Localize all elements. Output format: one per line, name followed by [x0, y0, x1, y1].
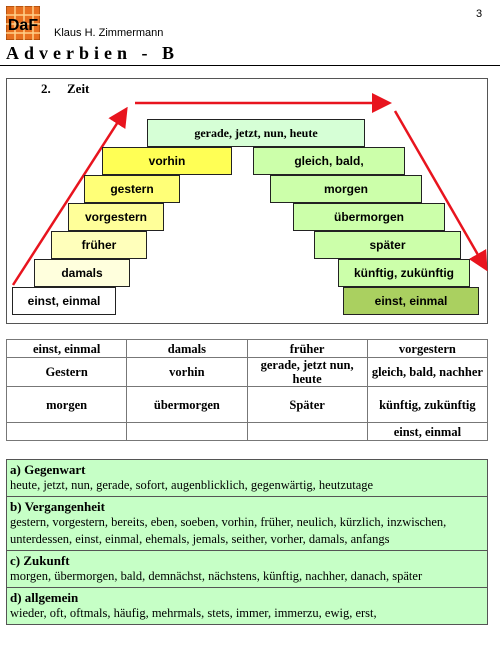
section-title-present: a) Gegenwart — [10, 462, 86, 477]
section-text-future: morgen, übermorgen, bald, demnächst, näc… — [10, 569, 423, 583]
section-text-general: wieder, oft, oftmals, häufig, mehrmals, … — [10, 606, 377, 620]
daf-logo: DaF — [6, 6, 40, 40]
step-left-2: gestern — [84, 175, 180, 203]
page-number: 3 — [476, 8, 483, 20]
heading-label: Zeit — [67, 81, 90, 96]
table-cell: früher — [246, 339, 368, 358]
diagram-heading: 2. Zeit — [41, 81, 93, 97]
step-right-4: später — [314, 231, 461, 259]
heading-number: 2. — [41, 81, 51, 96]
time-staircase-diagram: 2.Zeit gerade, jetzt, nun, heute vorhin … — [6, 78, 488, 324]
table-row: einst, einmal — [5, 422, 489, 441]
table-cell: einst, einmal — [5, 339, 128, 358]
falling-arrow — [393, 110, 488, 272]
step-left-5: damals — [34, 259, 130, 287]
table-cell: übermorgen — [126, 386, 248, 423]
table-row: morgen übermorgen Später künftig, zukünf… — [5, 386, 489, 423]
step-right-5: künftig, zukünftig — [338, 259, 470, 287]
table-cell — [5, 422, 128, 441]
table-cell: Später — [246, 386, 368, 423]
step-left-6: einst, einmal — [12, 287, 116, 315]
table-row: einst, einmal damals früher vorgestern — [5, 339, 489, 358]
table-cell: damals — [126, 339, 248, 358]
logo-text: DaF — [8, 17, 38, 34]
section-title-future: c) Zukunft — [7, 550, 487, 568]
adverb-categories-box: a) Gegenwart heute, jetzt, nun, gerade, … — [6, 459, 488, 625]
author-name: Klaus H. Zimmermann — [54, 27, 164, 39]
section-title-general: d) allgemein — [7, 587, 487, 605]
table-cell: vorhin — [126, 357, 248, 387]
section-title-past: b) Vergangenheit — [7, 496, 487, 514]
step-left-4: früher — [51, 231, 147, 259]
step-right-6: einst, einmal — [343, 287, 479, 315]
table-cell: morgen — [5, 386, 128, 423]
title-divider — [0, 65, 500, 66]
step-right-3: übermorgen — [293, 203, 445, 231]
adverb-order-table: einst, einmal damals früher vorgestern G… — [5, 339, 489, 441]
rising-arrow — [11, 106, 128, 286]
step-left-1: vorhin — [102, 147, 232, 175]
step-right-1: gleich, bald, — [253, 147, 405, 175]
table-cell: gerade, jetzt nun, heute — [246, 357, 368, 387]
step-present: gerade, jetzt, nun, heute — [147, 119, 365, 147]
table-cell: gleich, bald, nachher — [366, 357, 489, 387]
page-title: Adverbien - B — [6, 43, 179, 63]
table-row: Gestern vorhin gerade, jetzt nun, heute … — [5, 357, 489, 387]
table-cell — [126, 422, 248, 441]
section-text-present: heute, jetzt, nun, gerade, sofort, augen… — [10, 478, 374, 492]
table-cell — [246, 422, 368, 441]
step-right-2: morgen — [270, 175, 422, 203]
table-cell: vorgestern — [366, 339, 489, 358]
table-cell: Gestern — [5, 357, 128, 387]
section-text-past: gestern, vorgestern, bereits, eben, soeb… — [10, 515, 447, 546]
table-cell: einst, einmal — [366, 422, 489, 441]
arrows-layer — [11, 93, 488, 286]
table-cell: künftig, zukünftig — [366, 386, 489, 423]
step-left-3: vorgestern — [68, 203, 164, 231]
